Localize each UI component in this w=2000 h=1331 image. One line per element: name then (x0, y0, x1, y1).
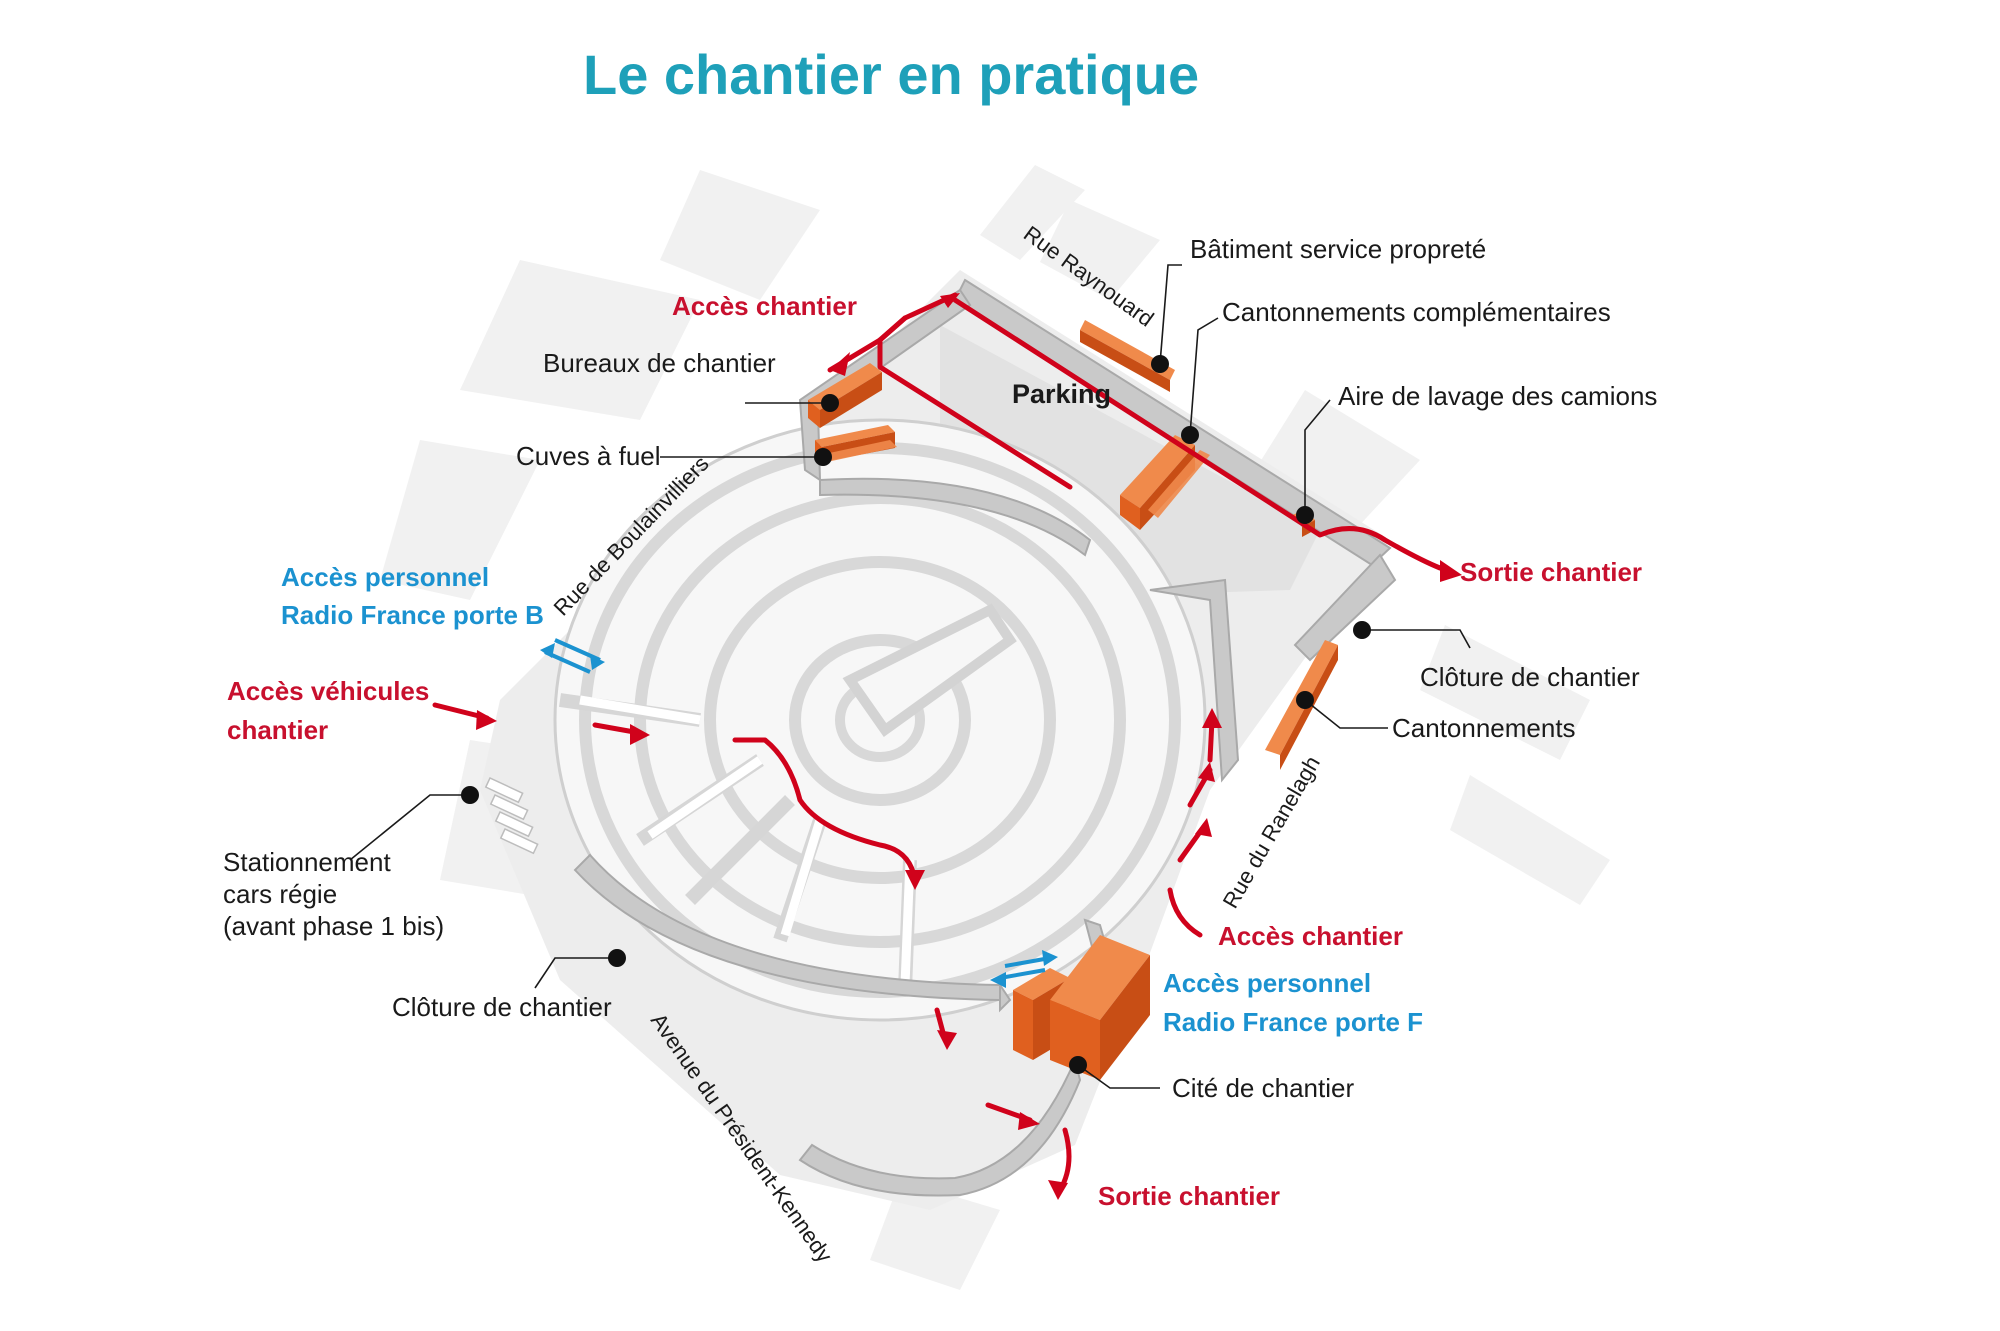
label-acces-personnel-f-2: Radio France porte F (1163, 1007, 1423, 1037)
cantonnements-complementaires (1120, 435, 1210, 530)
label-acces-vehicules-2: chantier (227, 715, 328, 745)
label-batiment-proprete: Bâtiment service propreté (1190, 234, 1486, 264)
street-ranelagh: Rue du Ranelagh (1218, 752, 1325, 913)
blue-arrows (540, 638, 1058, 988)
label-stationnement-1: Stationnement (223, 847, 391, 877)
parked-coaches (484, 777, 539, 855)
radio-house (553, 418, 1207, 1022)
label-aire-lavage: Aire de lavage des camions (1338, 381, 1657, 411)
label-cite: Cité de chantier (1172, 1073, 1354, 1103)
cuves-fuel (815, 425, 897, 462)
cite-de-chantier (1013, 935, 1150, 1080)
label-sortie-chantier-sud: Sortie chantier (1098, 1181, 1280, 1211)
label-stationnement-2: cars régie (223, 879, 337, 909)
red-arrowheads (476, 293, 1462, 1200)
page-title: Le chantier en pratique (583, 43, 1199, 106)
label-cantonnements-complementaires: Cantonnements complémentaires (1222, 297, 1611, 327)
label-cuves: Cuves à fuel (516, 441, 661, 471)
label-acces-vehicules-1: Accès véhicules (227, 676, 429, 706)
label-acces-chantier-nord: Accès chantier (672, 291, 857, 321)
label-acces-personnel-b-1: Accès personnel (281, 562, 489, 592)
label-acces-personnel-f-1: Accès personnel (1163, 968, 1371, 998)
label-stationnement-3: (avant phase 1 bis) (223, 911, 444, 941)
leader-lines (349, 264, 1471, 1089)
red-routes (432, 292, 1443, 1193)
label-acces-chantier-sud: Accès chantier (1218, 921, 1403, 951)
label-bureaux: Bureaux de chantier (543, 348, 776, 378)
label-cantonnements: Cantonnements (1392, 713, 1576, 743)
label-cloture-nord: Clôture de chantier (1420, 662, 1640, 692)
label-sortie-chantier-est: Sortie chantier (1460, 557, 1642, 587)
label-cloture-sud: Clôture de chantier (392, 992, 612, 1022)
label-acces-personnel-b-2: Radio France porte B (281, 600, 544, 630)
parking-label: Parking (1012, 379, 1111, 409)
